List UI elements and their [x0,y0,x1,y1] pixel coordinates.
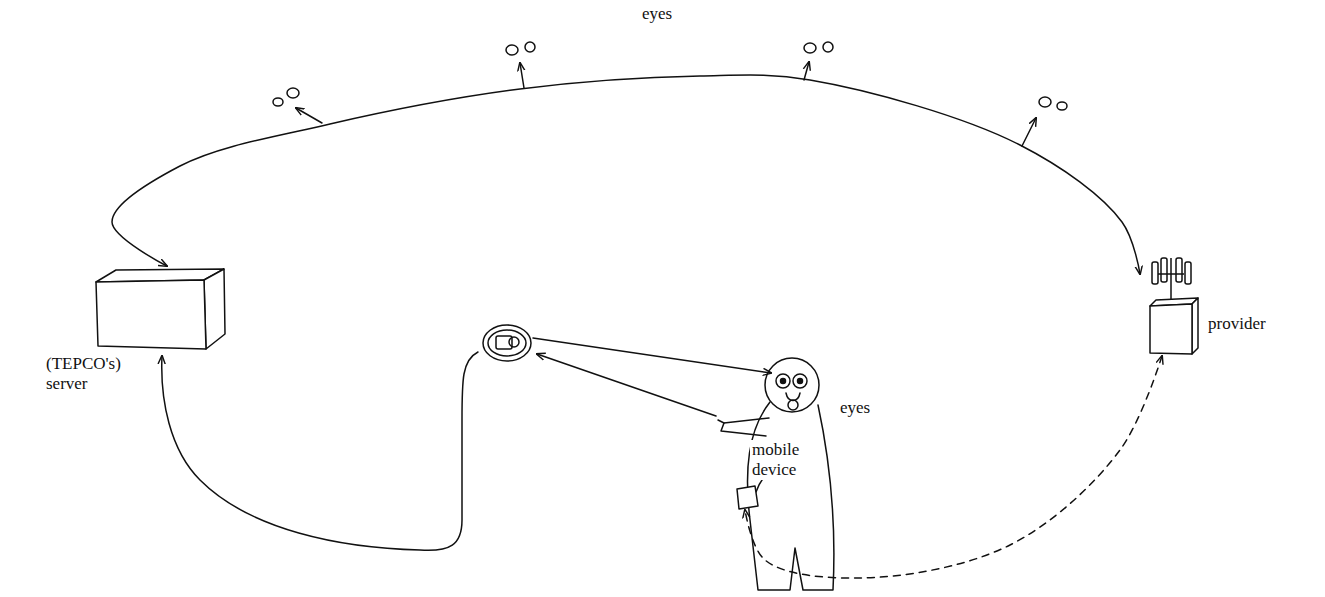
mobile-device-node: mobile device [734,484,760,510]
eyes-watcher [506,42,535,88]
wireless-link [745,356,1162,578]
provider-antenna [1140,252,1202,356]
eyes-label: eyes [838,398,872,418]
server-node: (TEPCO's) server [92,266,228,352]
node-label: mobile device [750,440,820,480]
camera-cable [162,352,478,550]
eyes-watcher [273,88,322,123]
camera-dome [483,325,531,361]
point-arrow [537,354,716,416]
person-figure [718,358,834,590]
node-label: (TEPCO's) server [44,354,140,394]
view-arrow [533,338,771,373]
eyes-label: eyes [640,4,674,24]
eyes-watcher [804,42,833,80]
server-box [92,266,228,352]
eyes-watcher [1022,97,1067,146]
provider-node: provider [1140,252,1202,356]
mobile-device-shape [734,484,760,510]
node-label: provider [1206,314,1268,334]
network-arc [112,75,1140,274]
